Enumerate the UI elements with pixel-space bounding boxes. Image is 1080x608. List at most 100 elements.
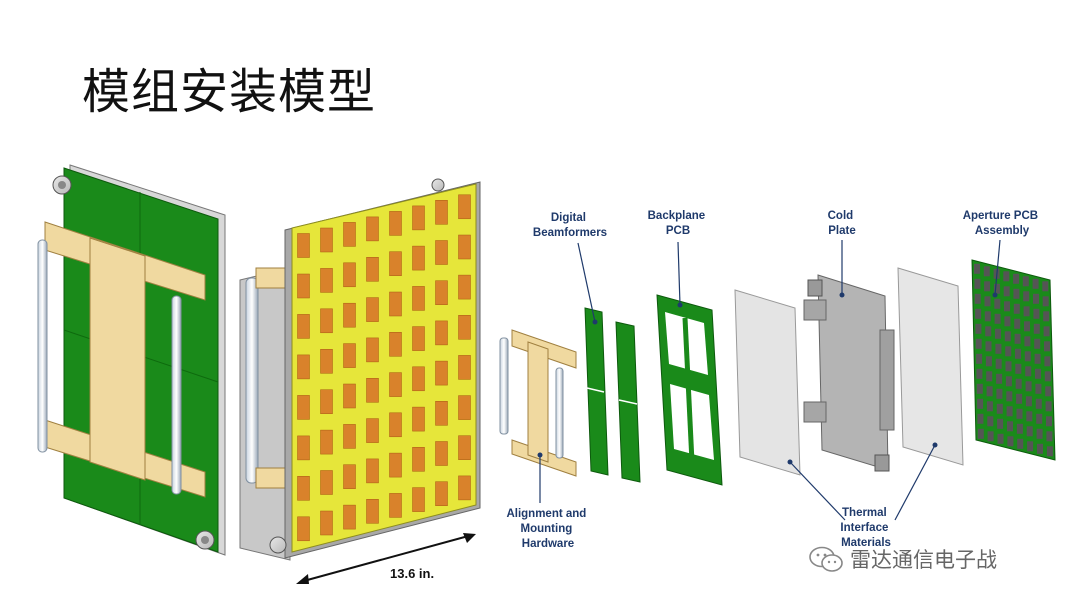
backplane-pcb-part	[656, 294, 723, 486]
antenna-patch	[320, 349, 333, 374]
aperture-element	[1013, 303, 1020, 314]
aperture-element	[994, 313, 1001, 324]
label-thermal-interface: Thermal Interface Materials	[840, 507, 891, 549]
antenna-patch	[389, 372, 402, 397]
antenna-patch	[320, 308, 333, 334]
antenna-patch	[412, 366, 425, 392]
aperture-element	[993, 283, 1000, 294]
aperture-element	[1006, 391, 1013, 402]
aperture-element	[1044, 341, 1050, 352]
aperture-element	[974, 293, 981, 304]
aperture-element	[1007, 421, 1013, 432]
aperture-element	[1014, 318, 1021, 329]
aperture-element	[1044, 371, 1051, 382]
aperture-element	[1033, 323, 1040, 334]
aperture-element	[1035, 368, 1041, 379]
aperture-element	[976, 368, 983, 379]
antenna-patch	[320, 268, 333, 293]
antenna-patch	[412, 286, 425, 311]
antenna-patch	[389, 452, 402, 478]
antenna-patch	[435, 360, 448, 386]
aperture-element	[1033, 308, 1040, 319]
antenna-patch	[412, 326, 425, 351]
antenna-patch	[297, 273, 310, 299]
aperture-element	[1007, 436, 1014, 447]
antenna-patch	[435, 320, 448, 346]
aperture-element	[1025, 396, 1032, 407]
aperture-element	[1006, 406, 1013, 417]
aperture-element	[1034, 353, 1041, 364]
aperture-element	[1025, 381, 1032, 392]
aperture-element	[996, 373, 1003, 384]
antenna-patch	[320, 429, 333, 455]
antenna-patch	[389, 251, 402, 276]
digital-beamformers-part	[584, 307, 641, 483]
antenna-patch	[458, 355, 471, 380]
antenna-patch	[458, 315, 471, 340]
aperture-element	[1017, 438, 1024, 449]
antenna-patch	[435, 441, 448, 466]
dimension-label: 13.6 in.	[390, 566, 434, 581]
antenna-patch	[458, 194, 471, 220]
aperture-element	[1004, 316, 1011, 327]
antenna-patch	[366, 418, 379, 443]
aperture-element	[1032, 278, 1039, 289]
aperture-element	[974, 278, 981, 289]
antenna-patch	[320, 510, 333, 536]
aperture-element	[984, 281, 991, 292]
aperture-element	[1043, 326, 1050, 337]
antenna-patch	[320, 227, 333, 253]
label-digital-beamformers: Digital Beamformers	[533, 212, 607, 239]
antenna-patch	[343, 383, 356, 409]
antenna-patch	[297, 516, 310, 542]
aperture-element-grid	[974, 263, 1053, 457]
aperture-element	[984, 311, 991, 322]
aperture-element	[1003, 286, 1010, 297]
aperture-element	[1046, 431, 1053, 442]
aperture-element	[983, 266, 990, 277]
aperture-element	[995, 328, 1001, 339]
aperture-element	[1023, 291, 1030, 302]
aperture-element	[1004, 331, 1011, 342]
antenna-patch	[435, 240, 448, 265]
aperture-element	[974, 263, 980, 274]
aperture-element	[1026, 411, 1033, 422]
aperture-element	[986, 401, 993, 412]
aperture-element	[1015, 363, 1022, 374]
antenna-patch	[412, 447, 425, 472]
alignment-hardware-part	[499, 329, 577, 477]
aperture-element	[997, 433, 1004, 444]
antenna-patch	[343, 504, 356, 530]
antenna-patch	[343, 262, 356, 288]
thermal-interface-pad-2	[897, 267, 964, 466]
antenna-patch	[366, 297, 379, 322]
aperture-element	[1016, 408, 1023, 419]
antenna-patch	[343, 302, 356, 328]
aperture-element	[976, 353, 983, 364]
aperture-element	[987, 416, 994, 427]
antenna-patch	[389, 493, 402, 518]
antenna-patch	[297, 354, 310, 380]
aperture-element	[1042, 296, 1049, 307]
antenna-patch	[435, 401, 448, 426]
aperture-element	[1024, 336, 1031, 347]
aperture-element	[975, 338, 982, 349]
wechat-icon	[809, 546, 843, 572]
antenna-patch-grid	[297, 194, 471, 542]
antenna-patch	[297, 395, 310, 420]
aperture-element	[1046, 416, 1052, 427]
aperture-element	[1016, 393, 1023, 404]
antenna-patch	[297, 435, 310, 461]
aperture-element	[1005, 376, 1012, 387]
aperture-element	[1045, 401, 1052, 412]
antenna-patch	[297, 233, 310, 258]
aperture-element	[1033, 293, 1039, 304]
aperture-element	[1026, 426, 1033, 437]
antenna-patch	[320, 470, 333, 495]
aperture-element	[1015, 378, 1022, 389]
leader-lines	[539, 239, 1001, 521]
antenna-patch	[343, 424, 356, 449]
aperture-element	[1035, 383, 1042, 394]
antenna-patch	[389, 332, 402, 357]
module-back-view	[37, 164, 226, 556]
